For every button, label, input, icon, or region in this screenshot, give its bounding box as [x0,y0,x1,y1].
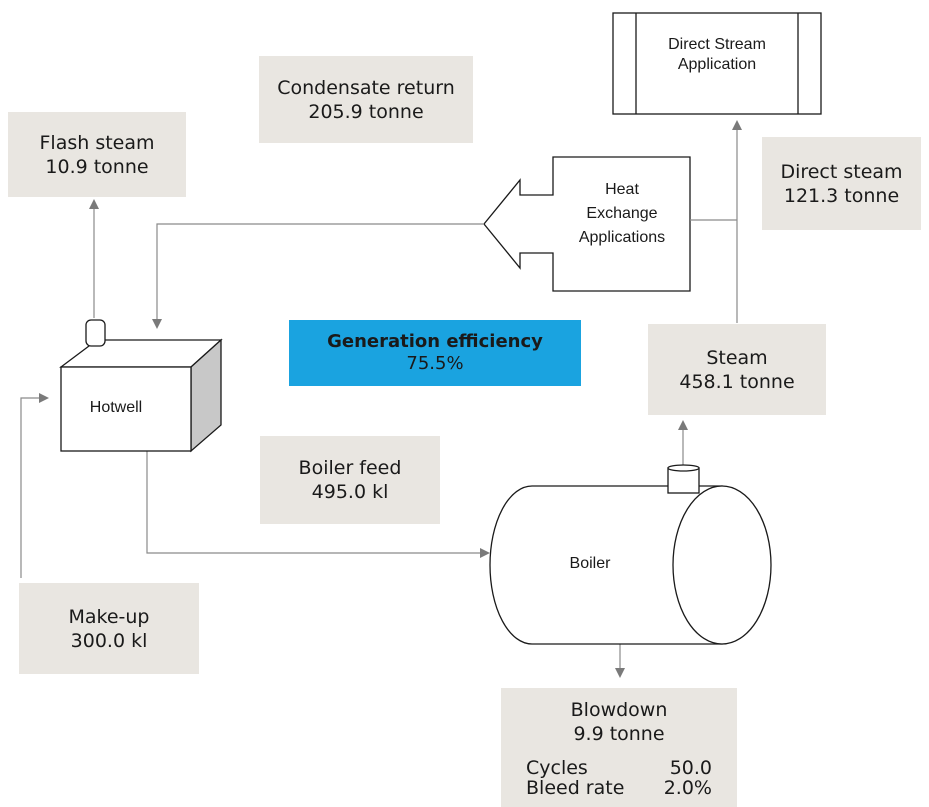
generation-efficiency-value: 75.5% [406,353,464,374]
boiler-label: Boiler [569,555,611,572]
param-value: 50.0 [669,757,712,779]
flash-steam-box: Flash steam 10.9 tonne [8,112,186,197]
direct-stream-application-text: Direct Stream Application [668,36,766,73]
steam-value: 458.1 tonne [679,370,795,393]
make-up-box: Make-up 300.0 kl [19,583,199,674]
flash-steam-value: 10.9 tonne [45,155,149,178]
hotwell-tank [59,319,223,453]
heat-exchange-line-2: Exchange [586,205,658,222]
condensate-return-box: Condensate return 205.9 tonne [259,56,473,143]
hotwell-label: Hotwell [89,399,143,416]
direct-steam-value: 121.3 tonne [783,184,900,207]
param-name: Cycles [526,757,588,779]
condensate-return-label: Condensate return [277,76,455,99]
make-up-value: 300.0 kl [70,629,148,652]
blowdown-param-cycles: Cycles 50.0 [526,758,712,778]
direct-steam-label: Direct steam [780,160,903,183]
blowdown-box: Blowdown 9.9 tonne Cycles 50.0 Bleed rat… [501,688,737,807]
blowdown-label: Blowdown [570,699,668,721]
generation-efficiency-label: Generation efficiency [327,331,543,352]
steam-label: Steam [706,346,768,369]
boiler-feed-label: Boiler feed [298,457,402,479]
blowdown-value: 9.9 tonne [573,723,665,745]
boiler-vessel [489,464,772,645]
make-up-label: Make-up [68,605,150,628]
condensate-return-line [152,223,484,329]
heat-exchange-line-3: Applications [578,229,666,246]
param-value: 2.0% [663,777,712,799]
condensate-return-value: 205.9 tonne [308,100,424,123]
steam-box: Steam 458.1 tonne [648,324,826,415]
heat-exchange-label: Heat Exchange Applications [560,178,684,250]
heat-exchange-line-1: Heat [605,181,639,198]
blowdown-param-bleed-rate: Bleed rate 2.0% [526,778,712,798]
direct-steam-box: Direct steam 121.3 tonne [762,137,921,230]
param-name: Bleed rate [526,777,625,799]
boiler-feed-value: 495.0 kl [311,481,389,503]
flash-steam-label: Flash steam [39,131,155,154]
boiler-feed-line [146,451,490,558]
generation-efficiency-box: Generation efficiency 75.5% [289,320,581,386]
direct-stream-application-box [612,12,822,115]
direct-stream-application-label: Direct Stream Application [636,35,798,75]
make-up-line [20,393,49,578]
boiler-feed-box: Boiler feed 495.0 kl [260,436,440,524]
heat-exchange-arrow-shape [483,156,691,292]
